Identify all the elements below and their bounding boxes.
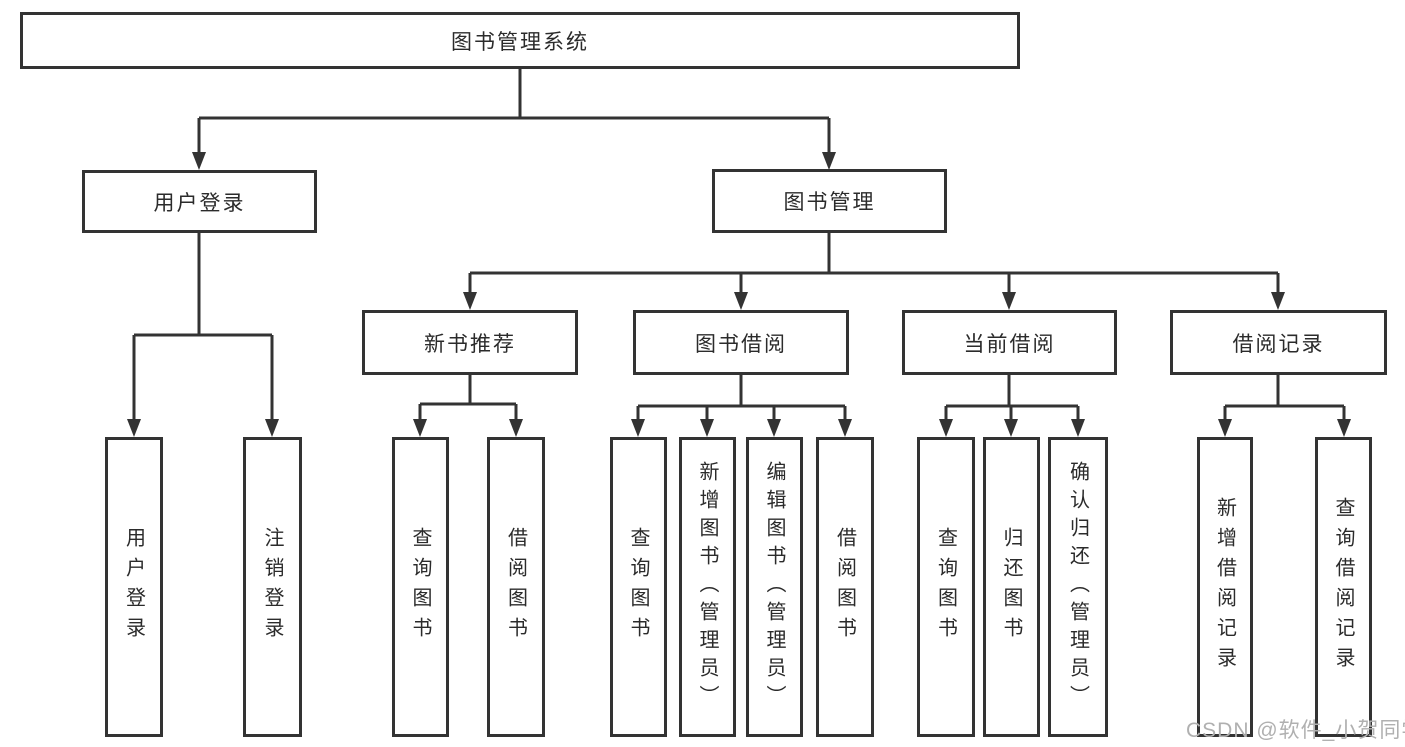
leaf-user-login: 用户登录 [105,437,163,737]
leaf-borrowing-borrow-books: 借阅图书 [816,437,874,737]
leaf-current-query-books: 查询图书 [917,437,975,737]
connector-path [132,69,1346,424]
arrowhead-down [509,419,523,437]
node-label: 借阅记录 [1232,332,1325,356]
arrowhead-down [1071,419,1085,437]
leaf-current-confirm-return-admin: 确认归还（管理员） [1048,437,1108,737]
leaf-label: 确认归还（管理员） [1066,461,1089,713]
leaf-current-return-books: 归还图书 [983,437,1040,737]
arrowhead-down [192,152,206,170]
leaf-label: 查询图书 [409,527,431,647]
leaf-label: 编辑图书（管理员） [763,461,785,713]
arrowhead-down [767,419,781,437]
leaf-label: 借阅图书 [833,527,856,647]
arrowhead-down [734,292,748,310]
node-label: 当前借阅 [963,332,1056,356]
arrowhead-down [463,292,477,310]
arrowhead-down [127,419,141,437]
leaf-label: 新增图书（管理员） [696,461,718,713]
leaf-label: 查询图书 [934,527,957,647]
arrowhead-down [631,419,645,437]
node-library-management-system: 图书管理系统 [20,12,1020,69]
leaf-borrowing-add-books-admin: 新增图书（管理员） [679,437,736,737]
arrowhead-down [838,419,852,437]
node-book-management-branch: 图书管理 [712,169,947,233]
leaf-label: 查询借阅记录 [1332,497,1354,677]
arrowheads [127,152,1351,437]
leaf-recommend-borrow-books: 借阅图书 [487,437,545,737]
leaf-borrowing-query-books: 查询图书 [610,437,667,737]
arrowhead-down [939,419,953,437]
leaf-records-query-borrow-record: 查询借阅记录 [1315,437,1372,737]
arrowhead-down [1337,419,1351,437]
arrowhead-down [265,419,279,437]
node-label: 图书管理系统 [451,30,589,54]
arrowhead-down [1218,419,1232,437]
node-new-book-recommendation: 新书推荐 [362,310,578,375]
node-label: 新书推荐 [424,332,516,356]
node-book-borrowing: 图书借阅 [633,310,849,375]
arrowhead-down [822,152,836,170]
node-current-borrowing: 当前借阅 [902,310,1117,375]
leaf-label: 查询图书 [627,527,649,647]
leaf-logout: 注销登录 [243,437,302,737]
leaf-records-add-borrow-record: 新增借阅记录 [1197,437,1253,737]
node-label: 用户登录 [153,191,246,215]
leaf-recommend-query-books: 查询图书 [392,437,449,737]
node-borrowing-records: 借阅记录 [1170,310,1387,375]
arrowhead-down [413,419,427,437]
leaf-label: 借阅图书 [504,527,527,647]
arrowhead-down [700,419,714,437]
node-label: 图书借阅 [695,332,787,356]
leaf-label: 用户登录 [122,527,145,647]
leaf-label: 新增借阅记录 [1213,497,1236,677]
leaf-label: 归还图书 [1000,527,1022,647]
watermark: CSDN @软件_小贺同学 [1186,719,1405,742]
leaf-borrowing-edit-books-admin: 编辑图书（管理员） [746,437,803,737]
arrowhead-down [1002,292,1016,310]
arrowhead-down [1271,292,1285,310]
arrowhead-down [1004,419,1018,437]
node-label: 图书管理 [783,191,876,214]
node-user-login-branch: 用户登录 [82,170,317,233]
leaf-label: 注销登录 [261,527,283,647]
